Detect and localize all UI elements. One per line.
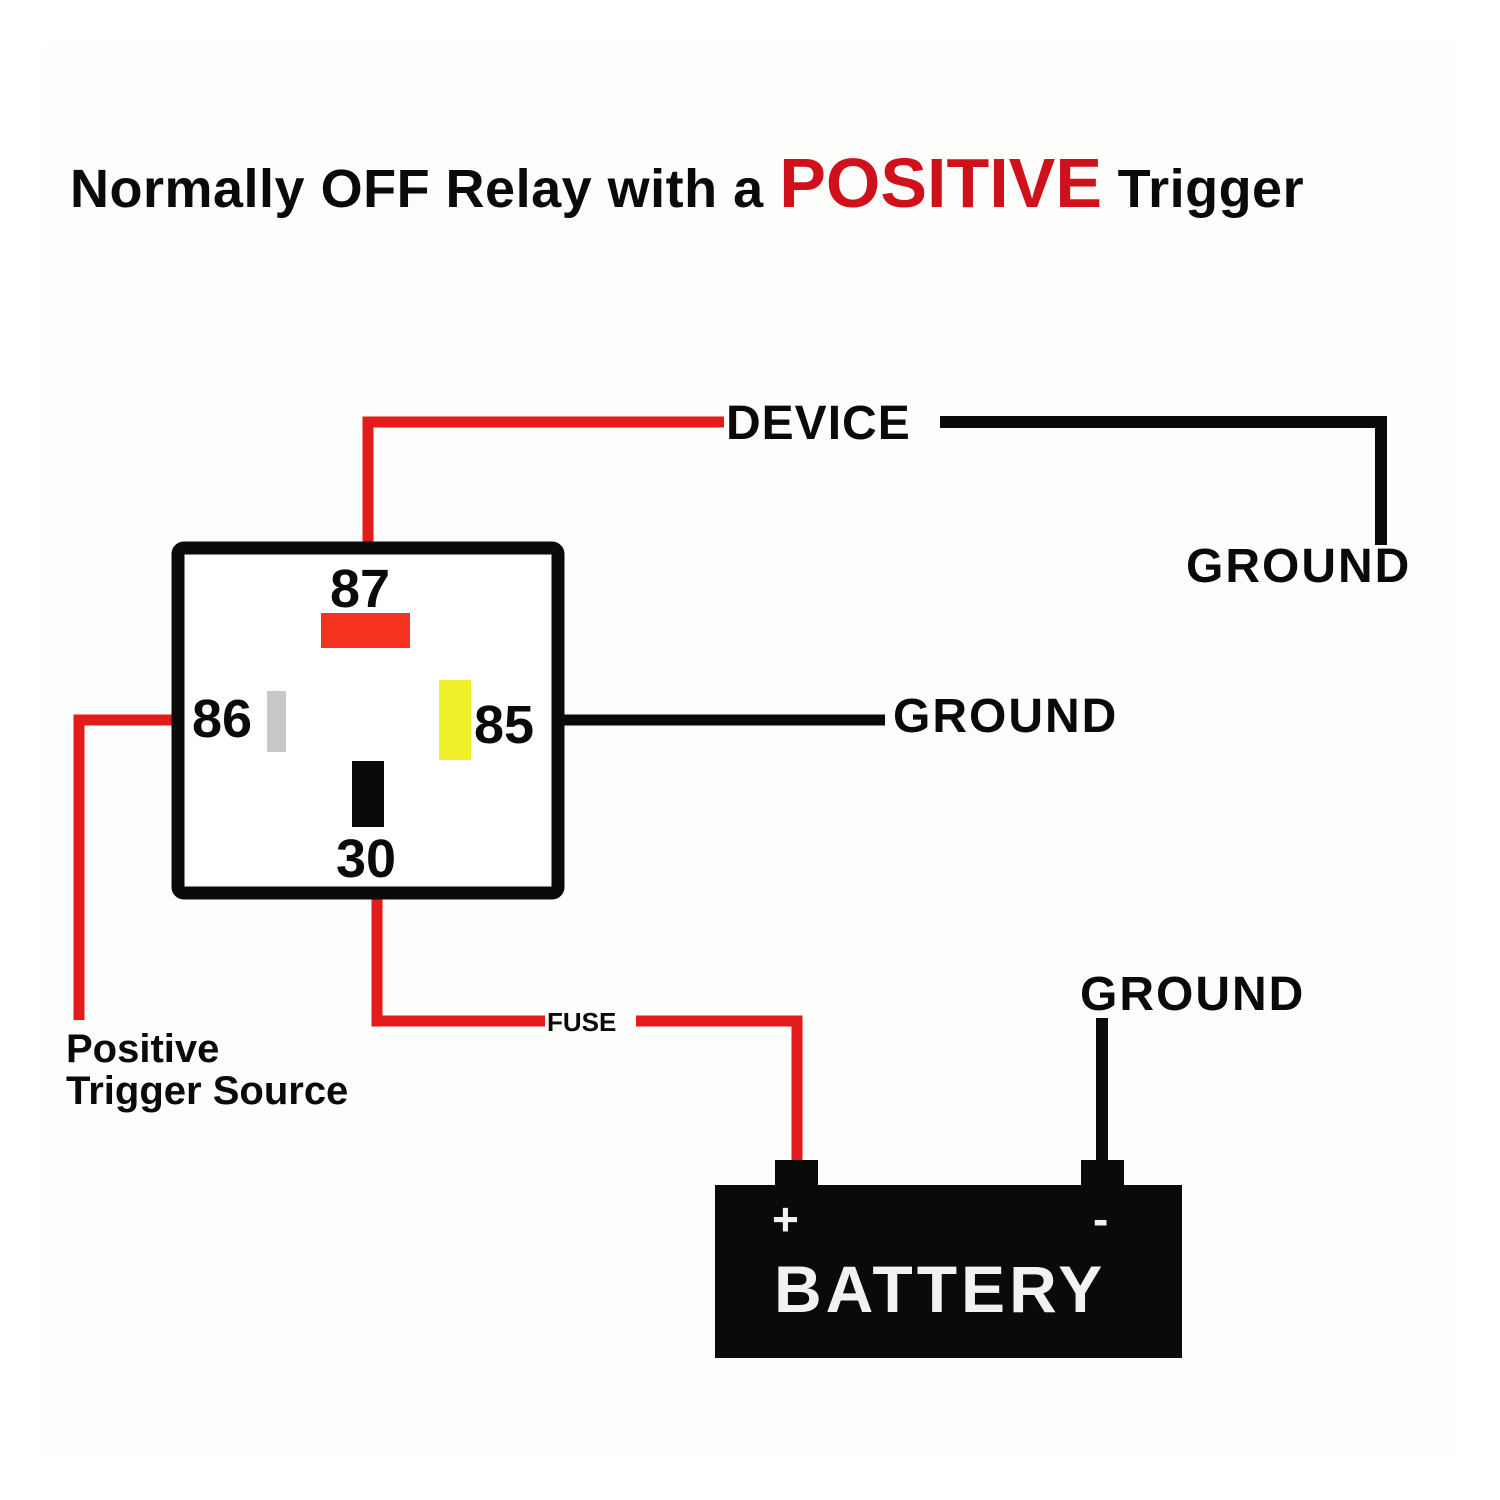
pin-87-label: 87: [330, 559, 391, 619]
title-prefix: Normally OFF Relay with a: [70, 159, 780, 219]
wire-trigger-to-86: [73, 714, 178, 1020]
device-ground-label: GROUND: [1186, 540, 1412, 593]
pin-85-ground-label: GROUND: [893, 690, 1119, 743]
device-label: DEVICE: [724, 397, 913, 450]
pin-87-terminal: [321, 613, 410, 648]
battery-ground-label: GROUND: [1080, 968, 1306, 1021]
diagram-title: Normally OFF Relay with a POSITIVE Trigg…: [70, 148, 1450, 218]
battery-body: [715, 1185, 1182, 1358]
title-suffix: Trigger: [1102, 159, 1305, 219]
pin-85-terminal: [439, 680, 471, 760]
battery-plus-symbol: +: [772, 1193, 799, 1245]
wire-87-to-device: [362, 416, 730, 548]
battery-label: BATTERY: [774, 1252, 1107, 1326]
pin-30-label: 30: [336, 829, 397, 889]
wire-device-to-ground: [940, 416, 1387, 545]
pin-30-terminal: [352, 761, 384, 827]
battery-minus-symbol: -: [1093, 1193, 1109, 1245]
pin-86-label: 86: [192, 689, 253, 749]
trigger-source-line1: Positive: [66, 1027, 220, 1071]
title-accent: POSITIVE: [779, 144, 1103, 222]
wire-30-to-fuse: [371, 897, 548, 1027]
wire-fuse-to-battery-positive: [636, 1015, 803, 1165]
pin-85-label: 85: [474, 695, 535, 755]
fuse-label: FUSE: [545, 1007, 619, 1037]
relay-body: [171, 541, 565, 900]
trigger-source-line2: Trigger Source: [66, 1069, 349, 1113]
trigger-source-label: Positive Trigger Source: [66, 1028, 348, 1112]
pin-86-terminal: [267, 691, 286, 752]
